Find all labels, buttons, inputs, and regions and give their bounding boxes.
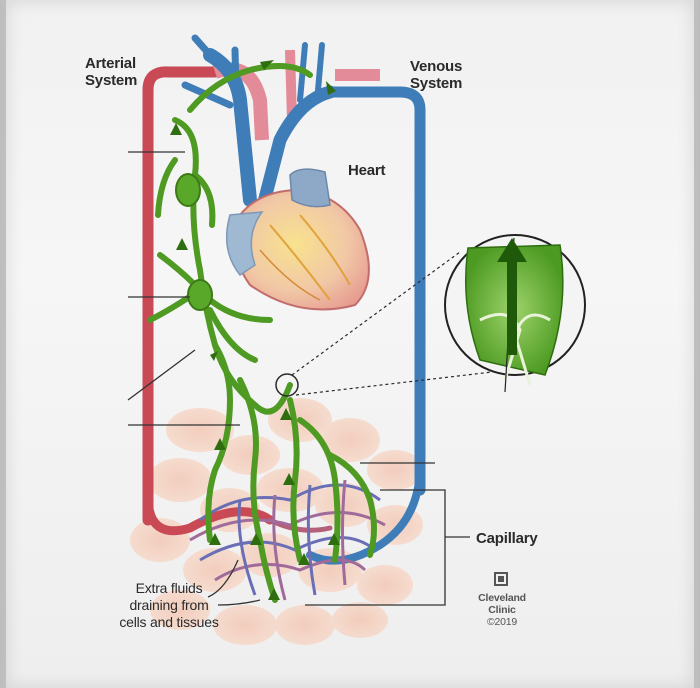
credit-block: Cleveland Clinic ©2019 — [470, 592, 534, 628]
heart-organ — [225, 168, 370, 311]
lymph-flow-arrows — [170, 60, 340, 600]
credit-org-line1: Cleveland — [478, 592, 526, 604]
venous-label-line2: System — [410, 75, 463, 92]
fluids-label-line3: cells and tissues — [119, 614, 219, 630]
arterial-label-line1: Arterial — [85, 55, 136, 72]
venous-label-line1: Venous — [410, 58, 463, 75]
arterial-system-label: Arterial System — [85, 55, 137, 89]
extra-fluids-label: Extra fluids draining from cells and tis… — [108, 580, 230, 631]
magnified-valve — [444, 234, 586, 393]
arterial-label-line2: System — [85, 72, 138, 89]
label-pointer-lines — [127, 151, 470, 606]
credit-org-line2: Clinic — [488, 604, 516, 616]
credit-year: ©2019 — [486, 616, 518, 628]
heart-label: Heart — [348, 162, 386, 179]
capillary-label: Capillary — [476, 530, 538, 547]
zoom-line-top — [291, 251, 461, 376]
zoom-line-bottom — [295, 371, 493, 396]
fluids-label-line1: Extra fluids — [135, 580, 203, 596]
fluids-label-line2: draining from — [129, 597, 209, 613]
cleveland-clinic-logo-icon — [494, 572, 508, 586]
zoom-target-circle — [275, 373, 299, 397]
venous-system-label: Venous System — [410, 58, 462, 92]
lymph-nodes — [175, 173, 213, 311]
